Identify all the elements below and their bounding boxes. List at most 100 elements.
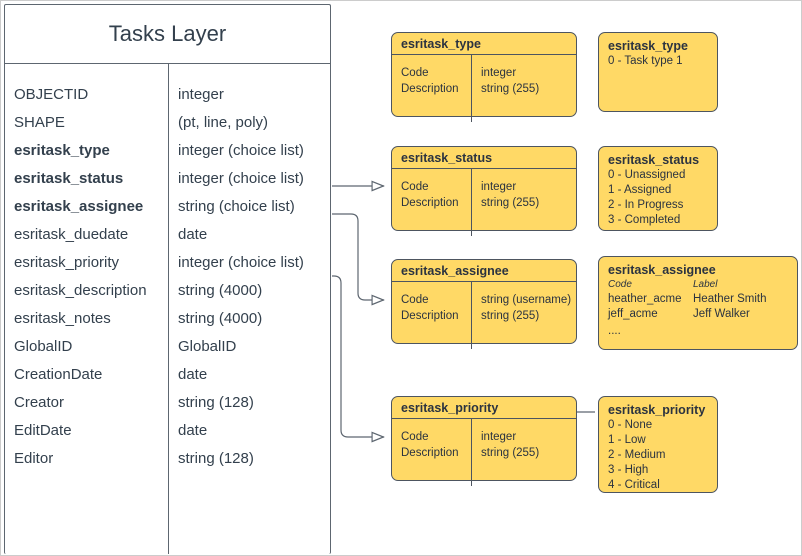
field-type: GlobalID [178,337,237,355]
value-list-title: esritask_priority [608,403,706,417]
domain-field-type: integer [481,431,517,443]
field-type: date [178,421,208,439]
domain-field-name: Code [401,181,429,193]
domain-field-names: Code Description [401,429,459,461]
domain-table-title: esritask_priority [392,397,576,419]
field-row: Editor string (128) [5,444,330,472]
field-type: integer (choice list) [178,169,304,187]
field-type: integer (choice list) [178,141,304,159]
domain-field-type: string (255) [481,447,540,459]
field-name: EditDate [14,421,72,439]
domain-field-name: Description [401,447,459,459]
domain-field-type: string (255) [481,197,540,209]
field-name: esritask_notes [14,309,111,327]
value-list-item: 4 - Critical [608,479,660,491]
field-name: esritask_type [14,141,110,159]
field-type: string (4000) [178,309,263,327]
domain-table-esritask-type: esritask_type Code Description integer s… [391,32,577,122]
value-list-item: 0 - Task type 1 [608,55,683,67]
value-list-title: esritask_assignee [608,263,716,277]
field-row: SHAPE(pt, line, poly) [5,108,330,136]
assignee-ellipsis: .... [608,325,621,337]
field-name: esritask_duedate [14,225,129,243]
domain-field-name: Code [401,431,429,443]
field-type: integer [178,85,224,103]
assignee-column-headers: Code Label [608,278,797,292]
domain-table-body: Code Description integer string (255) [392,55,576,122]
domain-field-types: integer string (255) [481,429,539,461]
field-name: esritask_assignee [14,197,144,215]
field-type: string (choice list) [178,197,295,215]
domain-table-body: Code Description integer string (255) [392,419,576,486]
domain-table-body: Code Description string (username) strin… [392,282,576,349]
domain-table-title: esritask_type [392,33,576,55]
field-name: esritask_description [14,281,147,299]
field-name: Creator [14,393,65,411]
field-type: string (128) [178,449,254,467]
field-row: esritask_description string (4000) [5,276,330,304]
field-row: EditDate date [5,416,330,444]
page-title: Tasks Layer [5,5,330,64]
field-row: CreationDate date [5,360,330,388]
field-type: string (128) [178,393,254,411]
field-type: date [178,365,208,383]
field-row: GlobalID GlobalID [5,332,330,360]
field-type: string (4000) [178,281,263,299]
field-name: CreationDate [14,365,103,383]
value-list-item: 1 - Assigned [608,184,672,196]
assignee-row: heather_acme Heather Smith [608,292,797,307]
value-list-item: 3 - Completed [608,214,681,226]
value-list-item: 1 - Low [608,434,646,446]
domain-field-type: integer [481,181,517,193]
value-list-esritask-assignee: esritask_assignee Code Label heather_acm… [598,256,798,350]
field-type: date [178,225,208,243]
field-type: (pt, line, poly) [178,113,269,131]
field-row: Creator string (128) [5,388,330,416]
field-name: GlobalID [14,337,73,355]
field-row: esritask_duedate date [5,220,330,248]
domain-field-type: string (255) [481,310,540,322]
domain-field-types: integer string (255) [481,179,539,211]
domain-field-names: Code Description [401,292,459,324]
assignee-row: jeff_acme Jeff Walker [608,307,797,322]
domain-table-esritask-priority: esritask_priority Code Description integ… [391,396,577,486]
domain-field-name: Code [401,294,429,306]
field-name: esritask_status [14,169,124,187]
assignee-label: Heather Smith [693,293,767,305]
value-list-item: 0 - None [608,419,653,431]
domain-field-name: Description [401,83,459,95]
domain-field-name: Description [401,310,459,322]
domain-field-names: Code Description [401,65,459,97]
value-list-esritask-status: esritask_status 0 - Unassigned 1 - Assig… [598,146,718,231]
domain-table-esritask-status: esritask_status Code Description integer… [391,146,577,236]
field-type: integer (choice list) [178,253,304,271]
domain-field-type: string (255) [481,83,540,95]
value-list-title: esritask_type [608,39,688,53]
field-row: esritask_type integer (choice list) [5,136,330,164]
field-row: esritask_notes string (4000) [5,304,330,332]
assignee-label-header: Label [693,279,718,290]
column-divider [168,64,169,554]
value-list-esritask-type: esritask_type 0 - Task type 1 [598,32,718,112]
domain-table-esritask-assignee: esritask_assignee Code Description strin… [391,259,577,349]
domain-field-types: integer string (255) [481,65,539,97]
field-name: Editor [14,449,54,467]
domain-field-types: string (username) string (255) [481,292,571,324]
value-list-esritask-priority: esritask_priority 0 - None 1 - Low 2 - M… [598,396,718,493]
domain-field-name: Code [401,67,429,79]
domain-field-name: Description [401,197,459,209]
domain-field-names: Code Description [401,179,459,211]
value-list-item: 3 - High [608,464,649,476]
domain-table-title: esritask_status [392,147,576,169]
assignee-code: jeff_acme [608,308,658,320]
inner-divider [471,55,473,122]
field-name: esritask_priority [14,253,120,271]
domain-field-type: integer [481,67,517,79]
domain-table-title: esritask_assignee [392,260,576,282]
assignee-code-header: Code [608,279,632,290]
